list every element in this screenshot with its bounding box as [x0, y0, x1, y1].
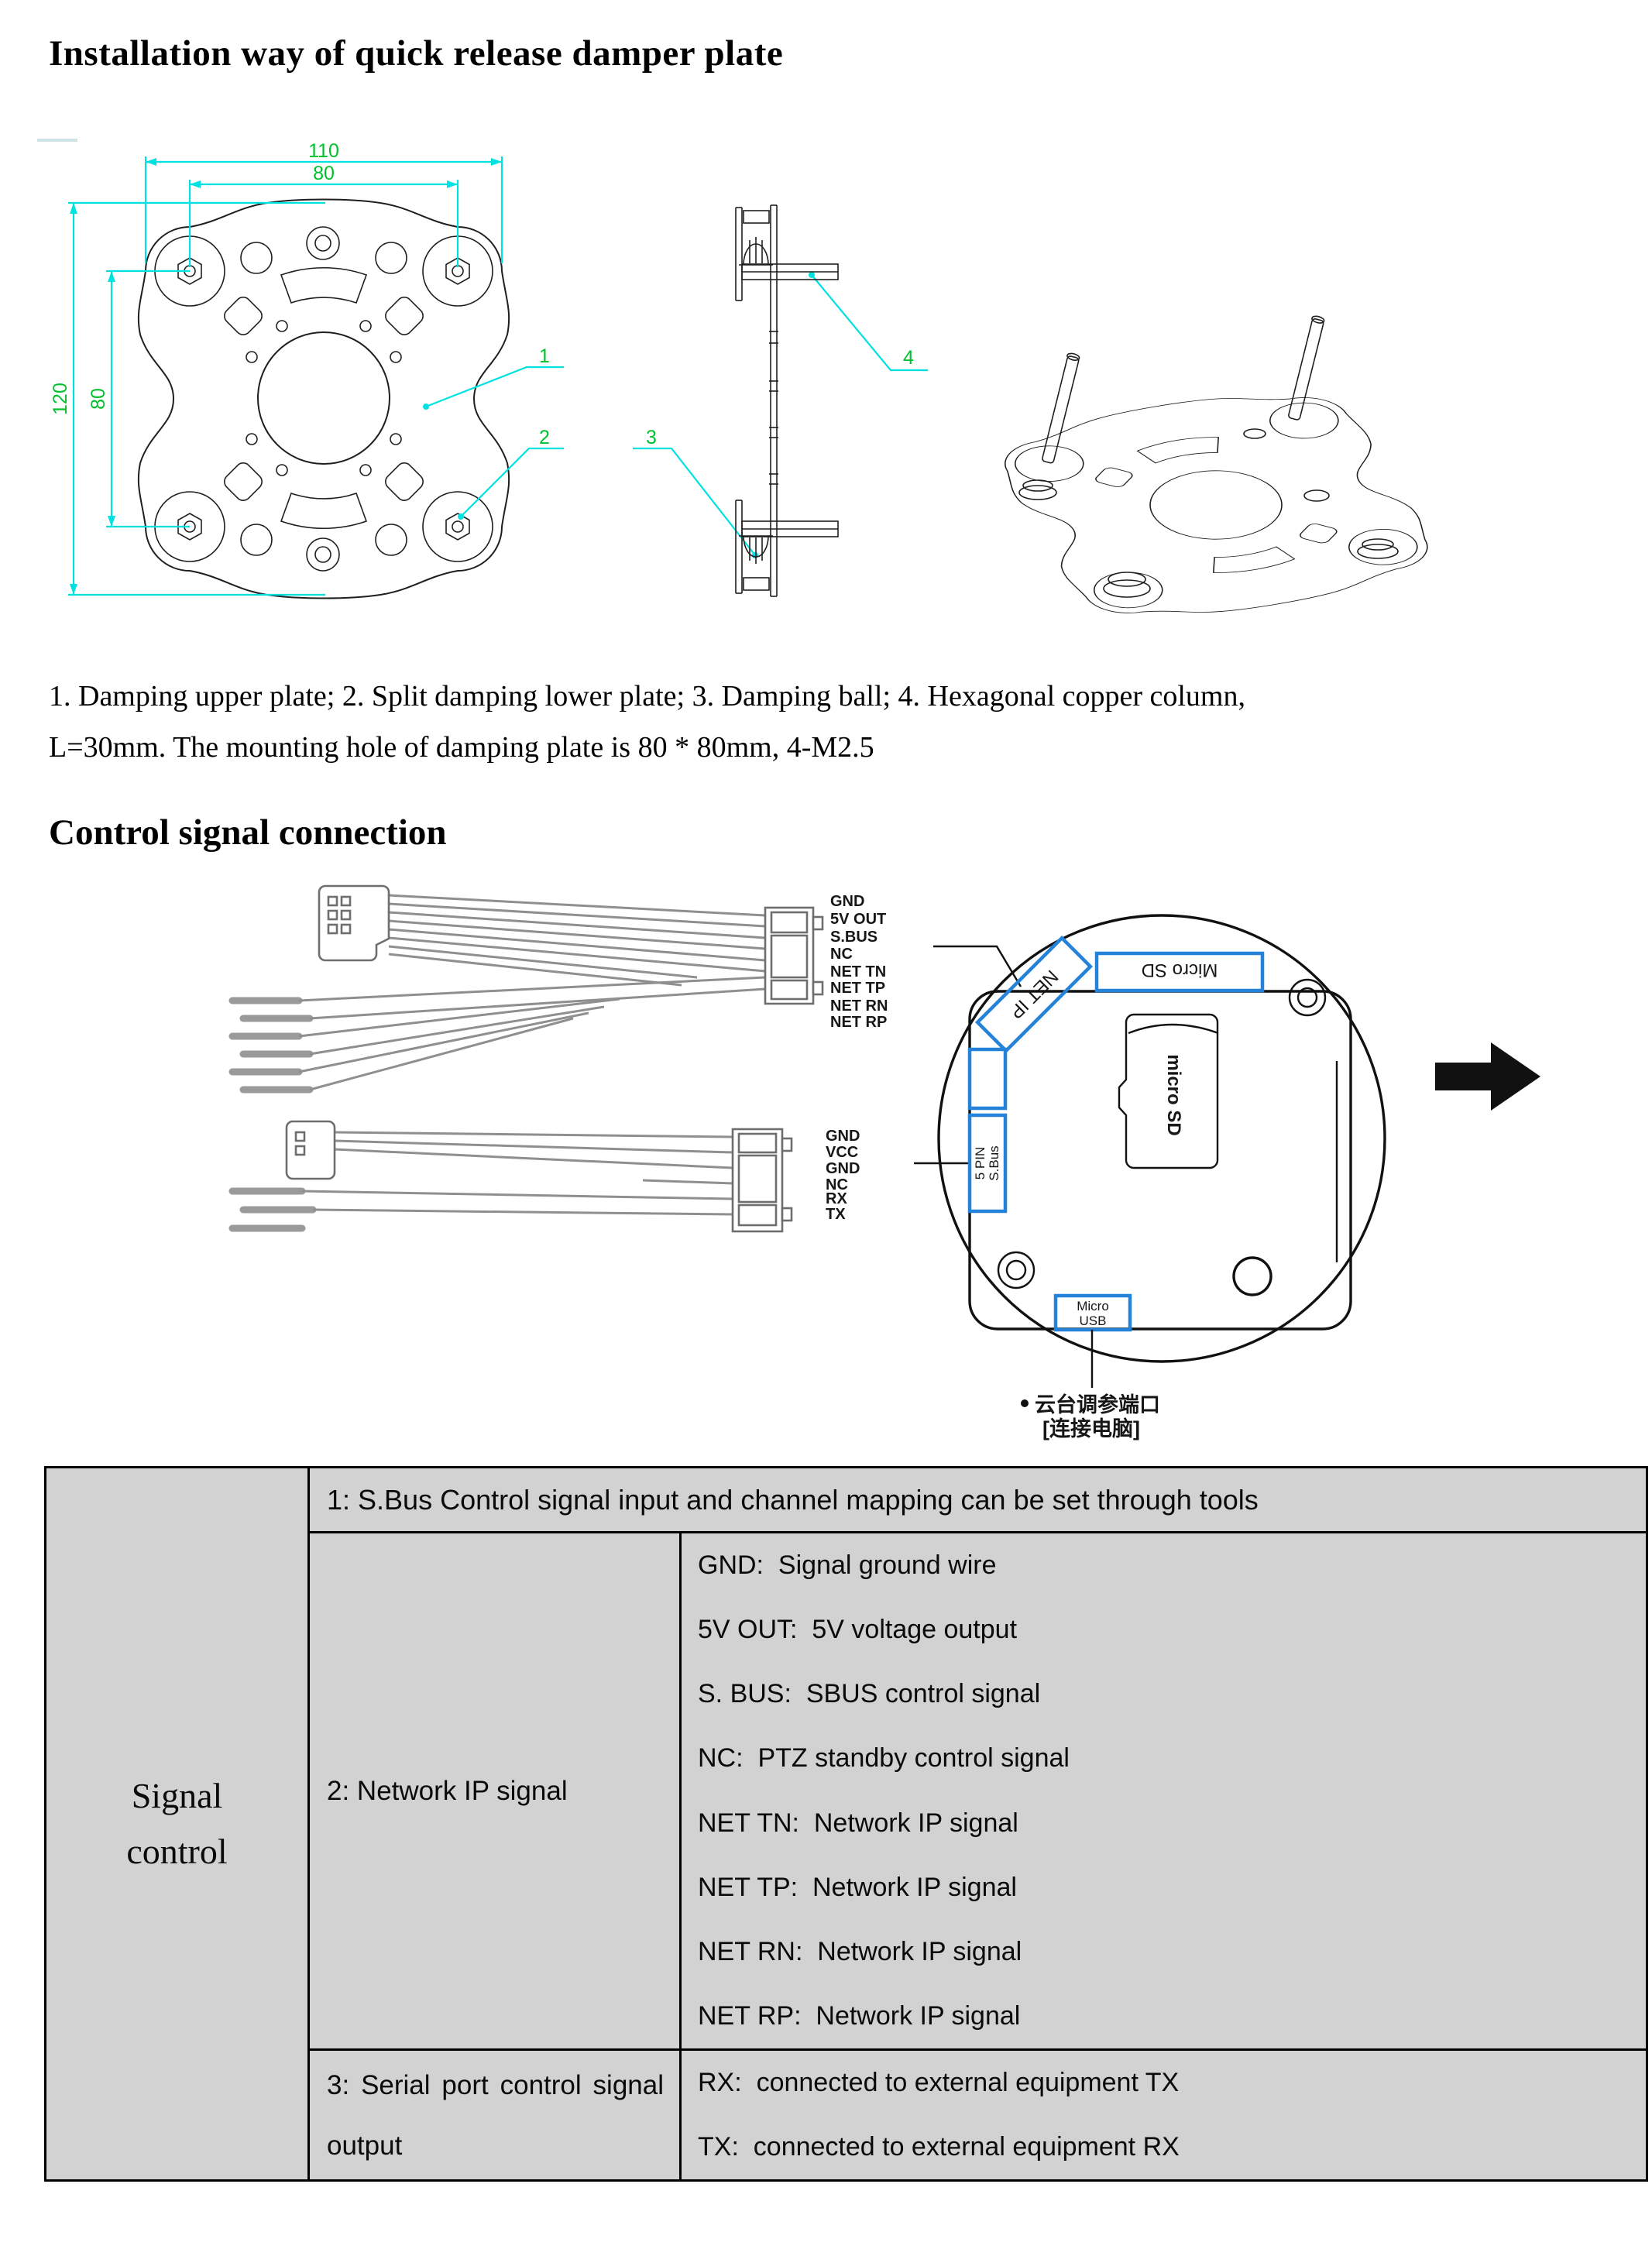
cable2-pin-labels: GND VCC GND NC RX TX — [826, 1128, 860, 1223]
table-line: S. BUS: SBUS control signal — [698, 1679, 1041, 1709]
dimension-arrows — [70, 158, 502, 595]
pin-label: S.BUS — [830, 929, 878, 946]
caption-line2: L=30mm. The mounting hole of damping pla… — [49, 731, 874, 764]
sbus-label: S.Bus — [987, 1145, 1001, 1180]
caption-line1: 1. Damping upper plate; 2. Split damping… — [49, 680, 1245, 713]
micro-usb-label2: USB — [1080, 1313, 1107, 1328]
isometric-view — [1005, 315, 1428, 613]
pin-label: RX — [826, 1190, 847, 1207]
dim-80-top: 80 — [313, 163, 335, 184]
cable1-pin-labels: GND 5V OUT S.BUS NC NET TN NET TP NET RN… — [830, 893, 888, 1031]
tuning-port-note: 云台调参端口 — [1035, 1392, 1160, 1416]
network-label-text: 2: Network IP signal — [327, 1775, 568, 1806]
table-cell-sbus-row: 1: S.Bus Control signal input and channe… — [310, 1468, 1646, 1533]
top-view: 110 80 120 80 — [50, 140, 510, 599]
table-line: NET TN: Network IP signal — [698, 1808, 1018, 1838]
page-title: Installation way of quick release damper… — [49, 33, 784, 74]
signal-label-line1: Signal — [131, 1776, 223, 1815]
connect-pc-note: [连接电脑] — [1042, 1416, 1140, 1440]
arrow-right-icon — [1435, 1042, 1540, 1111]
leader-callouts: 1 2 3 4 — [423, 272, 928, 558]
table-cell-network-label: 2: Network IP signal — [310, 1533, 682, 2051]
pin-label: NC — [830, 946, 853, 963]
table-line: NET RP: Network IP signal — [698, 2000, 1021, 2031]
table-line: NET TP: Network IP signal — [698, 1872, 1017, 1902]
callout-4: 4 — [903, 347, 914, 369]
pin-label: GND — [826, 1128, 860, 1145]
side-view — [735, 204, 839, 597]
callout-3: 3 — [646, 427, 657, 448]
table-line: TX: connected to external equipment RX — [698, 2132, 1180, 2162]
five-pin-label: 5 PIN — [973, 1147, 987, 1180]
micro-usb-label: Micro — [1077, 1299, 1109, 1313]
pin-label: 5V OUT — [830, 911, 886, 928]
note-bullet — [1021, 1399, 1029, 1407]
pin-label: NET RP — [830, 1014, 887, 1031]
sd-card-label: micro SD — [1163, 1054, 1184, 1135]
dim-80-left: 80 — [88, 388, 109, 410]
pin-label: GND — [826, 1160, 860, 1177]
pin-label: VCC — [826, 1144, 858, 1161]
pin-label: GND — [830, 893, 864, 910]
micro-sd-slot-label: Micro SD — [1142, 960, 1218, 980]
pin-label: NC — [826, 1176, 848, 1193]
table-line: GND: Signal ground wire — [698, 1550, 997, 1581]
pin-label: TX — [826, 1206, 846, 1223]
callout-1: 1 — [539, 345, 550, 367]
table-line: NC: PTZ standby control signal — [698, 1743, 1070, 1774]
dimension-lines — [68, 156, 503, 596]
table-cell-serial-details: RX: connected to external equipment TX T… — [682, 2051, 1646, 2179]
micro-sd-card: micro SD — [1118, 1013, 1219, 1169]
signal-label-line2: control — [126, 1832, 228, 1871]
dim-110: 110 — [308, 140, 339, 162]
signal-control-table: Signal control 1: S.Bus Control signal i… — [44, 1466, 1648, 2182]
pin-label: NET TN — [830, 963, 886, 980]
pin-label: NET RN — [830, 998, 888, 1015]
connection-diagram: GND 5V OUT S.BUS NC NET TN NET TP NET RN… — [228, 884, 1540, 1440]
table-cell-serial-label: 3: Serial port control signal output — [310, 2051, 682, 2179]
table-cell-network-details: GND: Signal ground wire 5V OUT: 5V volta… — [682, 1533, 1646, 2051]
section-title: Control signal connection — [49, 812, 447, 853]
serial-cable: GND VCC GND NC RX TX — [228, 1120, 860, 1233]
figure-caption: 1. Damping upper plate; 2. Split damping… — [49, 671, 1245, 773]
table-line: 5V OUT: 5V voltage output — [698, 1615, 1018, 1645]
callout-2: 2 — [539, 427, 550, 448]
sbus-network-cable: GND 5V OUT S.BUS NC NET TN NET TP NET RN… — [228, 884, 888, 1094]
gimbal-board: Micro SD NET IP 5 PIN S.Bus micro SD Mic… — [914, 914, 1386, 1440]
pin-label: NET TP — [830, 980, 885, 997]
damper-plate-drawing: 110 80 120 80 1 2 3 4 — [37, 139, 1428, 613]
dim-120: 120 — [50, 383, 71, 415]
serial-label-text: 3: Serial port control signal output — [327, 2070, 664, 2161]
table-line: NET RN: Network IP signal — [698, 1936, 1022, 1966]
sbus-row-text: 1: S.Bus Control signal input and channe… — [327, 1483, 1259, 1516]
table-line: RX: connected to external equipment TX — [698, 2068, 1180, 2097]
table-row-header: Signal control — [46, 1468, 310, 2179]
